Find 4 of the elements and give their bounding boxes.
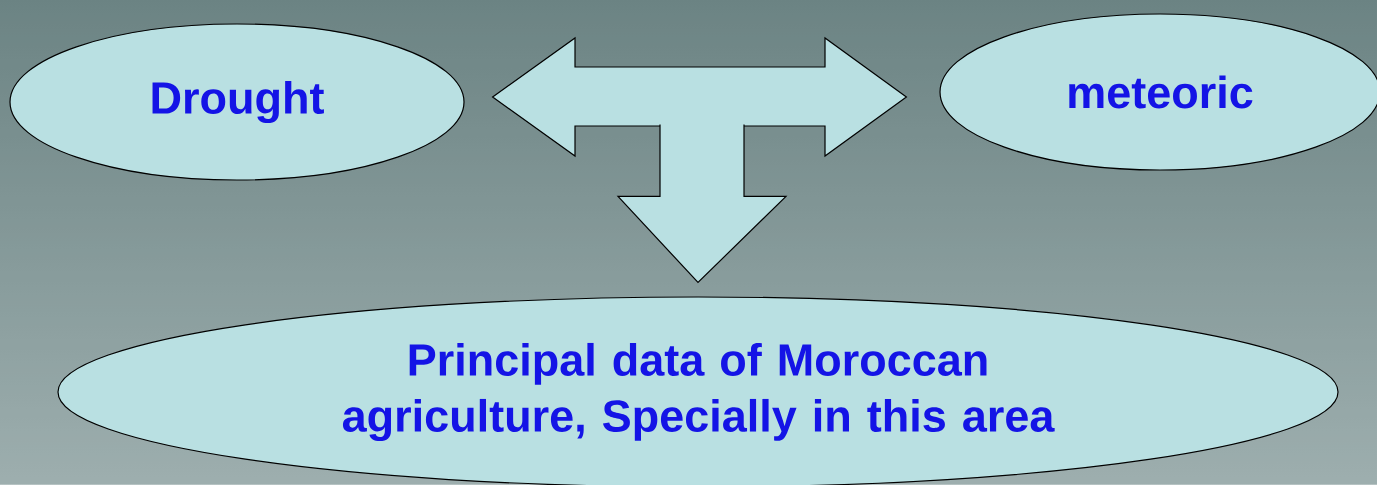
ellipse-node: Principal data of Moroccan agriculture, Specially in this area — [57, 296, 1339, 485]
down-arrow — [616, 123, 788, 284]
ellipse-node: meteoric — [939, 13, 1377, 171]
ellipse-node: Drought — [9, 23, 465, 181]
